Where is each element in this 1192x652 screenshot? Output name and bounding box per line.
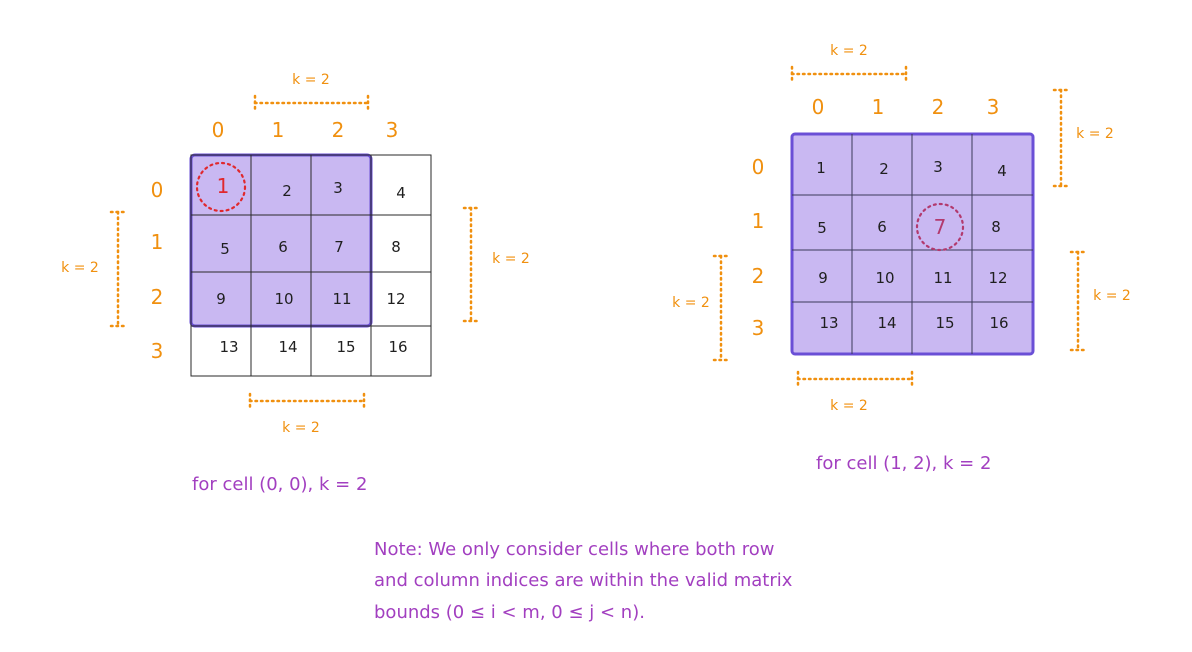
center-cell-circle bbox=[195, 161, 247, 213]
row-index: 3 bbox=[151, 339, 164, 363]
cell-value: 4 bbox=[997, 162, 1007, 180]
cell-values: 1 2 3 4 5 6 7 8 9 10 11 12 13 14 15 16 bbox=[216, 174, 407, 356]
k-label-right: k = 2 bbox=[492, 251, 530, 267]
col-index: 3 bbox=[987, 95, 1000, 119]
cell-value: 2 bbox=[282, 182, 292, 200]
cell-value: 14 bbox=[877, 314, 896, 332]
note-line: Note: We only consider cells where both … bbox=[374, 539, 775, 560]
col-index: 2 bbox=[932, 95, 945, 119]
cell-value: 13 bbox=[819, 314, 838, 332]
row-index: 1 bbox=[752, 209, 765, 233]
row-index: 1 bbox=[151, 230, 164, 254]
cell-value-center: 7 bbox=[934, 215, 947, 239]
k-label-bottom: k = 2 bbox=[282, 420, 320, 436]
matrix-grid bbox=[792, 134, 1033, 354]
k-bracket-bottom bbox=[796, 370, 914, 388]
cell-value: 16 bbox=[388, 338, 407, 356]
k-bracket-left bbox=[109, 210, 127, 328]
k-bracket-right bbox=[462, 206, 480, 323]
row-indices: 0 1 2 3 bbox=[151, 178, 164, 363]
row-indices: 0 1 2 3 bbox=[752, 155, 765, 340]
k-bracket-right-top bbox=[1052, 88, 1070, 188]
col-index: 1 bbox=[872, 95, 885, 119]
row-index: 3 bbox=[752, 316, 765, 340]
cell-value: 12 bbox=[386, 290, 405, 308]
note: Note: We only consider cells where both … bbox=[374, 539, 793, 623]
col-index: 3 bbox=[386, 118, 399, 142]
col-index: 1 bbox=[272, 118, 285, 142]
cell-value: 10 bbox=[274, 290, 293, 308]
cell-value: 3 bbox=[333, 179, 343, 197]
caption-right: for cell (1, 2), k = 2 bbox=[816, 453, 991, 474]
panel-right: 0 1 2 3 0 1 2 3 1 2 3 4 5 6 7 8 9 10 11 … bbox=[672, 43, 1131, 474]
cell-value: 15 bbox=[935, 314, 954, 332]
k-label-right-bottom: k = 2 bbox=[1093, 288, 1131, 304]
cell-value: 8 bbox=[991, 218, 1001, 236]
center-cell-circle bbox=[915, 202, 965, 252]
cell-value: 13 bbox=[219, 338, 238, 356]
cell-value: 7 bbox=[334, 238, 344, 256]
cell-value: 11 bbox=[933, 269, 952, 287]
cell-value: 4 bbox=[396, 184, 406, 202]
k-label-bottom: k = 2 bbox=[830, 398, 868, 414]
cell-value: 15 bbox=[336, 338, 355, 356]
note-line: and column indices are within the valid … bbox=[374, 570, 793, 591]
row-index: 0 bbox=[151, 178, 164, 202]
cell-value: 14 bbox=[278, 338, 297, 356]
col-index: 2 bbox=[332, 118, 345, 142]
cell-value: 9 bbox=[216, 290, 226, 308]
cell-value: 16 bbox=[989, 314, 1008, 332]
cell-value: 3 bbox=[933, 158, 943, 176]
cell-value: 8 bbox=[391, 238, 401, 256]
k-label-right-top: k = 2 bbox=[1076, 126, 1114, 142]
k-bracket-top bbox=[253, 94, 370, 112]
row-index: 2 bbox=[151, 285, 164, 309]
cell-value: 1 bbox=[816, 159, 826, 177]
col-index: 0 bbox=[812, 95, 825, 119]
column-indices: 0 1 2 3 bbox=[812, 95, 1000, 119]
k-label-top: k = 2 bbox=[292, 72, 330, 88]
k-bracket-right-bottom bbox=[1069, 250, 1087, 352]
cell-value-center: 1 bbox=[217, 174, 230, 198]
cell-values: 1 2 3 4 5 6 7 8 9 10 11 12 13 14 15 16 bbox=[816, 158, 1008, 332]
column-indices: 0 1 2 3 bbox=[212, 118, 399, 142]
cell-value: 12 bbox=[988, 269, 1007, 287]
row-index: 2 bbox=[752, 264, 765, 288]
k-label-left: k = 2 bbox=[672, 295, 710, 311]
matrix-grid bbox=[190, 154, 432, 377]
cell-value: 5 bbox=[220, 240, 230, 258]
note-line: bounds (0 ≤ i < m, 0 ≤ j < n). bbox=[374, 602, 645, 623]
cell-value: 6 bbox=[877, 218, 887, 236]
k-label-top: k = 2 bbox=[830, 43, 868, 59]
cell-value: 5 bbox=[817, 219, 827, 237]
cell-value: 9 bbox=[818, 269, 828, 287]
k-label-left: k = 2 bbox=[61, 260, 99, 276]
cell-value: 2 bbox=[879, 160, 889, 178]
panel-left: 0 1 2 3 0 1 2 3 1 2 3 4 5 6 7 8 9 10 11 … bbox=[61, 72, 530, 495]
col-index: 0 bbox=[212, 118, 225, 142]
k-bracket-top bbox=[790, 65, 908, 83]
caption-left: for cell (0, 0), k = 2 bbox=[192, 474, 367, 495]
cell-value: 11 bbox=[332, 290, 351, 308]
cell-value: 10 bbox=[875, 269, 894, 287]
k-bracket-bottom bbox=[248, 392, 366, 410]
row-index: 0 bbox=[752, 155, 765, 179]
k-bracket-left bbox=[712, 254, 730, 362]
cell-value: 6 bbox=[278, 238, 288, 256]
